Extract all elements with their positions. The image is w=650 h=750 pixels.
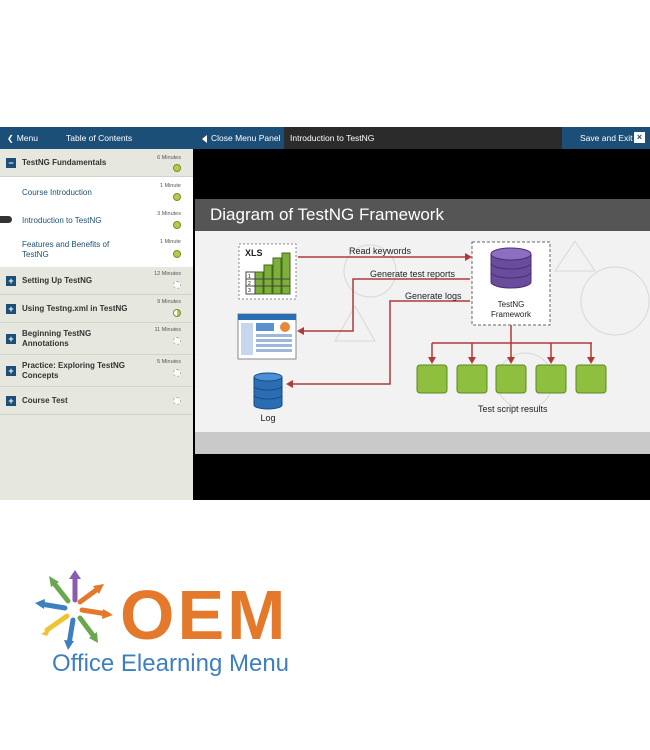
lesson-video-area[interactable]: Diagram of TestNG Framework XLS [193,149,650,500]
player-topbar: ❮Menu Table of Contents Close Menu Panel… [0,127,650,149]
framework-label-line2: Framework [491,310,532,319]
test-report-screenshot-icon [237,313,297,360]
lesson-label: Introduction to TestNG [22,216,102,225]
expand-icon[interactable]: + [6,304,16,314]
testng-framework-diagram: XLS 1 2 3 [237,240,650,423]
log-label: Log [260,413,275,423]
duration-label: 3 Minutes [157,211,181,217]
elearning-player-window: ❮Menu Table of Contents Close Menu Panel… [0,127,650,500]
duration-label: 9 Minutes [157,299,181,305]
collapse-icon[interactable]: − [6,158,16,168]
logo-arrows-icon [35,570,113,650]
duration-label: 1 Minute [159,183,181,189]
slide-title: Diagram of TestNG Framework [210,205,444,224]
generate-logs-label: Generate logs [405,291,462,301]
section-course-test[interactable]: + Course Test [0,387,193,415]
expand-icon[interactable]: + [6,334,16,344]
duration-label: 6 Minutes [157,155,181,161]
section-label: Setting Up TestNG [22,276,93,285]
row-number: 2 [248,281,251,287]
section-label: Using Testng.xml in TestNG [22,304,128,313]
framework-label-line1: TestNG [498,300,525,309]
test-script-result-boxes [416,364,607,394]
expand-icon[interactable]: + [6,396,16,406]
expand-icon[interactable]: + [6,366,16,376]
in-progress-status-icon [173,309,181,317]
test-script-results-label: Test script results [478,404,548,414]
duration-label: 12 Minutes [154,271,181,277]
slide: Diagram of TestNG Framework XLS [195,199,650,454]
chevron-left-icon: ❮ [7,134,14,143]
oem-logo: OEM Office Elearning Menu [35,570,305,680]
generate-reports-label: Generate test reports [370,269,456,279]
expand-icon[interactable]: + [6,276,16,286]
complete-status-icon [173,250,181,258]
section-practice-exploring[interactable]: + Practice: Exploring TestNG Concepts 5 … [0,355,193,387]
duration-label: 5 Minutes [157,359,181,365]
log-database-icon: Log [253,372,283,423]
lesson-introduction-to-testng[interactable]: Introduction to TestNG 3 Minutes [0,205,193,233]
close-icon[interactable]: × [634,132,645,143]
section-label: TestNG Fundamentals [22,158,107,167]
close-menu-panel-label: Close Menu Panel [211,133,281,143]
duration-label: 11 Minutes [154,327,182,333]
slide-title-bar: Diagram of TestNG Framework [195,199,650,231]
lesson-features-and-benefits[interactable]: Features and Benefits of TestNG 1 Minute [0,233,193,267]
save-and-exit-button[interactable]: Save and Exit [580,133,633,143]
section-label: Course Test [22,396,68,405]
complete-status-icon [173,193,181,201]
lesson-label: Features and Benefits of TestNG [22,240,110,259]
close-menu-panel-button[interactable]: Close Menu Panel [202,127,280,149]
row-number: 1 [248,274,251,280]
section-label: Practice: Exploring TestNG Concepts [22,361,125,380]
menu-button[interactable]: ❮Menu [7,127,38,149]
not-started-status-icon [173,281,181,289]
xls-label: XLS [245,248,263,258]
section-testng-fundamentals[interactable]: − TestNG Fundamentals 6 Minutes [0,149,193,177]
section-beginning-testng-annotations[interactable]: + Beginning TestNG Annotations 11 Minute… [0,323,193,355]
table-of-contents-title: Table of Contents [66,133,133,143]
menu-button-label: Menu [16,133,38,143]
lesson-label: Course Introduction [22,188,92,197]
section-using-testng-xml[interactable]: + Using Testng.xml in TestNG 9 Minutes [0,295,193,323]
xls-spreadsheet-icon: XLS 1 2 3 [238,243,297,300]
duration-label: 1 Minute [159,239,181,245]
oem-brand-text: OEM [120,576,289,654]
complete-status-icon [173,221,181,229]
not-started-status-icon [173,369,181,377]
read-keywords-label: Read keywords [349,246,412,256]
current-lesson-title: Introduction to TestNG [284,127,562,149]
not-started-status-icon [173,337,181,345]
not-started-status-icon [173,397,181,405]
section-setting-up-testng[interactable]: + Setting Up TestNG 12 Minutes [0,267,193,295]
slide-footer-bar [195,432,650,454]
lesson-course-introduction[interactable]: Course Introduction 1 Minute [0,177,193,205]
course-outline-sidebar: − TestNG Fundamentals 6 Minutes Course I… [0,149,193,500]
current-lesson-marker-icon [0,216,12,223]
row-number: 3 [248,288,251,294]
oem-tagline: Office Elearning Menu [52,650,290,677]
section-label: Beginning TestNG Annotations [22,329,92,348]
triangle-left-icon [202,134,207,143]
testng-framework-box: TestNG Framework [471,241,551,326]
arrow-heads [286,253,595,388]
complete-status-icon [173,164,181,172]
